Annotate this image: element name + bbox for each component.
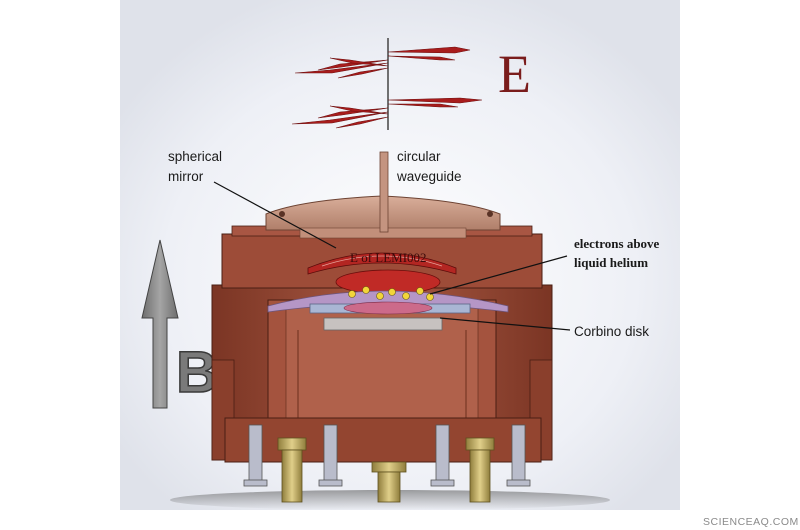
label-spherical-mirror: spherical mirror	[168, 149, 226, 184]
b-field-arrow	[141, 239, 179, 409]
e-arrow-row-2	[291, 97, 483, 129]
b-field-label: B	[176, 340, 218, 405]
e-field-arrows	[291, 38, 483, 130]
leader-lines	[213, 181, 571, 331]
spherical-mirror	[307, 252, 457, 275]
e-arrow-row-1	[294, 46, 471, 79]
watermark: SCIENCEAQ.COM	[703, 516, 799, 528]
electrons	[348, 286, 434, 301]
corbino-disk	[309, 301, 471, 331]
cell-body	[211, 225, 553, 463]
base-bolts	[243, 424, 531, 487]
e-field-label: E	[498, 44, 531, 104]
circular-waveguide-tube	[379, 151, 389, 233]
label-electrons: electrons above liquid helium	[574, 236, 663, 270]
label-circular-waveguide: circular waveguide	[396, 149, 462, 184]
gold-connectors	[277, 437, 495, 503]
mirror-engraving: E of LEMI002	[350, 250, 427, 265]
label-corbino-disk: Corbino disk	[574, 324, 649, 339]
